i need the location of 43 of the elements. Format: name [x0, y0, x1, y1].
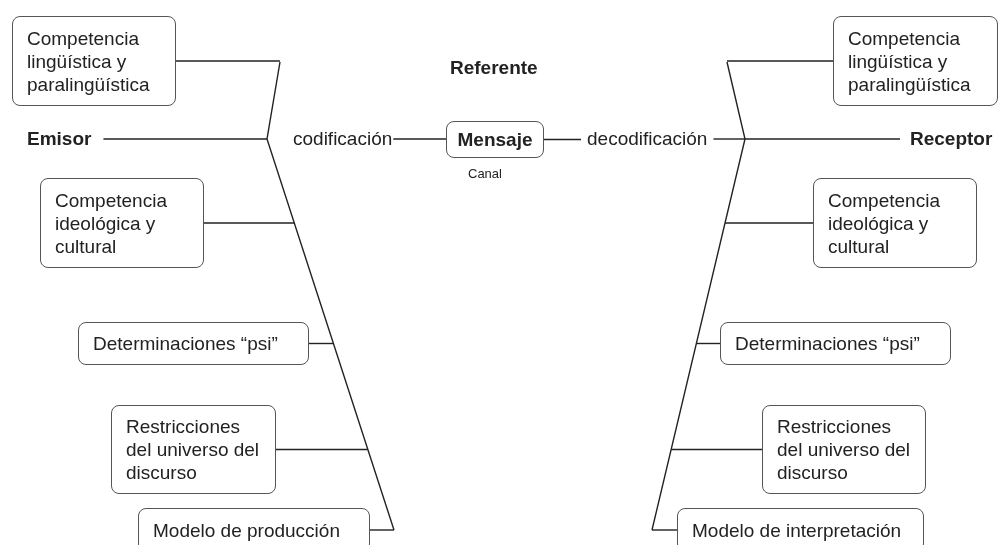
- connector-line: [726, 60, 834, 62]
- connector-line: [102, 138, 268, 140]
- box-text: Mensaje: [457, 128, 533, 151]
- heading-label: Receptor: [910, 128, 993, 150]
- box-text: Modelo de interpretación: [692, 518, 902, 542]
- box-text: Determinaciones “psi”: [735, 332, 920, 355]
- concept-box: [138, 508, 370, 545]
- box-text: Competencia lingüística y paralingüística: [848, 26, 972, 96]
- concept-box: [446, 121, 544, 158]
- concept-box: [833, 16, 998, 106]
- connector-line: [724, 222, 814, 224]
- concept-box: [12, 16, 176, 106]
- connector-line: [203, 222, 295, 224]
- heading-label: Referente: [450, 57, 538, 79]
- connector-line: [670, 448, 763, 451]
- connector-line: [392, 138, 447, 140]
- box-text: Modelo de producción: [153, 518, 340, 542]
- box-text: Restricciones del universo del discurso: [126, 415, 261, 484]
- connector-line: [695, 342, 721, 345]
- concept-box: [762, 405, 926, 494]
- box-text: Competencia ideológica y cultural: [828, 188, 941, 258]
- box-text: Competencia ideológica y cultural: [55, 188, 168, 258]
- heading-label: Emisor: [27, 128, 92, 150]
- caption-text: Canal: [468, 166, 502, 181]
- connector-line: [744, 138, 901, 140]
- connector-line: [712, 138, 746, 140]
- box-text: Restricciones del universo del discurso: [777, 415, 912, 484]
- connector-line: [175, 60, 281, 62]
- concept-box: [677, 508, 924, 545]
- concept-box: [40, 178, 204, 268]
- connector-line: [651, 529, 678, 531]
- connector-line: [275, 448, 369, 451]
- connector-line: [543, 138, 582, 141]
- box-text: Competencia lingüística y paralingüística: [27, 26, 151, 96]
- concept-box: [720, 322, 951, 365]
- box-text: Determinaciones “psi”: [93, 332, 278, 355]
- connector-line: [369, 529, 395, 531]
- concept-box: [78, 322, 309, 365]
- connector-line: [308, 342, 335, 345]
- process-label: decodificación: [587, 128, 708, 150]
- concept-box: [813, 178, 977, 268]
- process-label: codificación: [293, 128, 393, 150]
- concept-box: [111, 405, 276, 494]
